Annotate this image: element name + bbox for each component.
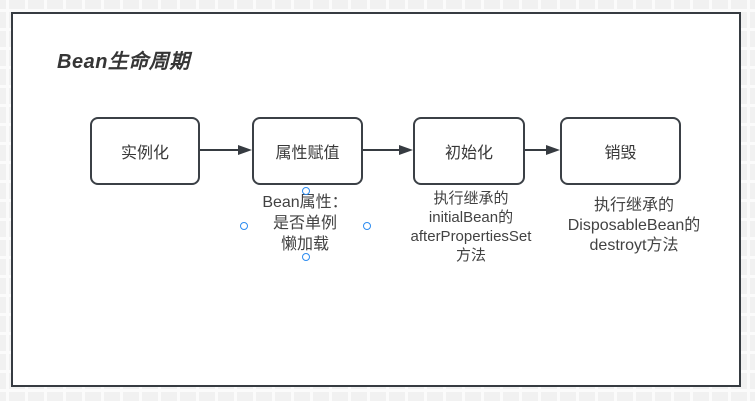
- arrow-shaft: [200, 149, 238, 151]
- diagram-title[interactable]: Bean生命周期: [57, 51, 190, 73]
- note-bean-properties[interactable]: Bean属性： 是否单例 懒加载: [244, 192, 366, 255]
- connection-handle-left[interactable]: [240, 222, 248, 230]
- arrow-head-icon: [399, 145, 413, 155]
- note-line: 方法: [455, 247, 486, 264]
- note-line: 执行继承的: [593, 197, 674, 214]
- arrow-head-icon: [546, 145, 560, 155]
- note-line: 是否单例: [272, 215, 337, 232]
- connection-handle-top[interactable]: [302, 187, 310, 195]
- note-initialization[interactable]: 执行继承的 initialBean的 afterPropertiesSet 方法: [395, 189, 547, 265]
- flow-box-label: 初始化: [444, 145, 493, 162]
- flow-box-label: 实例化: [120, 145, 169, 162]
- connection-handle-right[interactable]: [363, 222, 371, 230]
- flow-box-instantiation[interactable]: 实例化: [90, 117, 200, 185]
- note-line: 懒加载: [280, 236, 329, 253]
- flow-box-label: 属性赋值: [275, 145, 340, 162]
- note-line: Bean属性：: [262, 194, 348, 211]
- flow-box-initialization[interactable]: 初始化: [413, 117, 525, 185]
- note-destruction[interactable]: 执行继承的 DisposableBean的 destroyt方法: [554, 196, 714, 256]
- arrow-head-icon: [238, 145, 252, 155]
- flow-box-property-assignment[interactable]: 属性赋值: [252, 117, 363, 185]
- flow-box-label: 销毁: [604, 145, 637, 162]
- flow-box-destruction[interactable]: 销毁: [560, 117, 681, 185]
- note-line: DisposableBean的: [567, 217, 701, 234]
- arrow-shaft: [363, 149, 399, 151]
- note-line: 执行继承的: [433, 190, 509, 207]
- connection-handle-bottom[interactable]: [302, 253, 310, 261]
- note-line: initialBean的: [428, 209, 514, 226]
- diagram-frame[interactable]: [11, 12, 741, 387]
- note-line: destroyt方法: [589, 237, 679, 254]
- arrow-shaft: [525, 149, 546, 151]
- note-line: afterPropertiesSet: [410, 228, 532, 245]
